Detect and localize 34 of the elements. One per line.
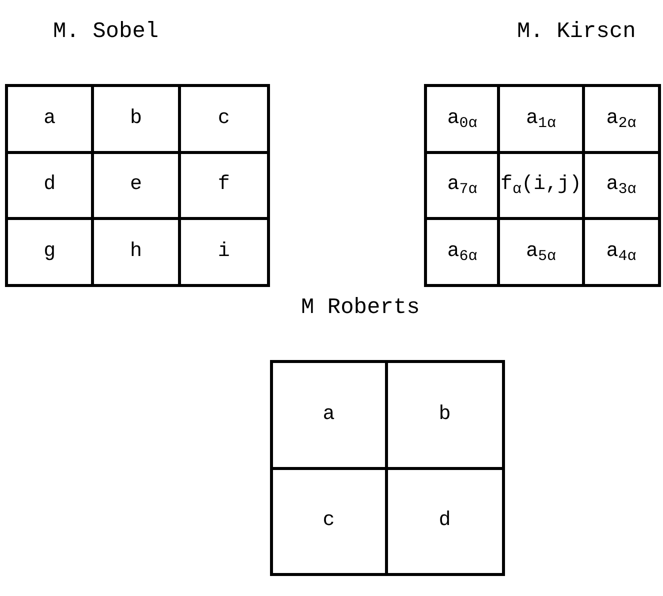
cell-symbol: a$_{1α}$	[526, 106, 556, 134]
cell-symbol: a$_{2α}$	[606, 106, 636, 134]
cell-symbol: c	[218, 106, 230, 132]
mask-title: M. Kirscn	[517, 18, 636, 46]
cell-symbol: a	[44, 106, 56, 132]
grid-cell	[500, 87, 585, 154]
grid-cell	[8, 87, 94, 154]
grid-cell	[273, 363, 388, 470]
grid-cell	[8, 154, 94, 220]
cell-symbol: a$_{0α}$	[447, 106, 478, 134]
grid-cell	[500, 154, 585, 220]
cell-symbol: e	[130, 172, 142, 198]
cell-symbol: a$_{4α}$	[606, 239, 636, 267]
cell-symbol: h	[130, 239, 142, 266]
grid-cell	[427, 87, 500, 154]
cell-symbol: a$_{5α}$	[526, 239, 556, 267]
mask-title: M Roberts	[301, 294, 420, 322]
cell-symbol: f	[218, 172, 230, 198]
cell-symbol: a$_{6α}$	[447, 239, 478, 267]
cell-symbol: f$_{α}$(i,j)	[500, 172, 582, 200]
grid-cell	[94, 154, 181, 220]
cell-symbol: d	[438, 508, 451, 534]
cell-symbol: a$_{7α}$	[447, 172, 478, 200]
cell-symbol: b	[130, 106, 142, 132]
cell-symbol: a	[322, 402, 335, 428]
grid-cell	[94, 87, 181, 154]
cell-symbol: c	[322, 508, 335, 534]
cell-symbol: i	[218, 239, 230, 266]
cell-symbol: g	[44, 239, 56, 266]
cell-symbol: d	[44, 172, 56, 198]
grid-cell	[427, 154, 500, 220]
cell-symbol: b	[438, 402, 451, 428]
cell-symbol: a$_{3α}$	[606, 172, 636, 200]
mask-title: M. Sobel	[53, 18, 159, 46]
